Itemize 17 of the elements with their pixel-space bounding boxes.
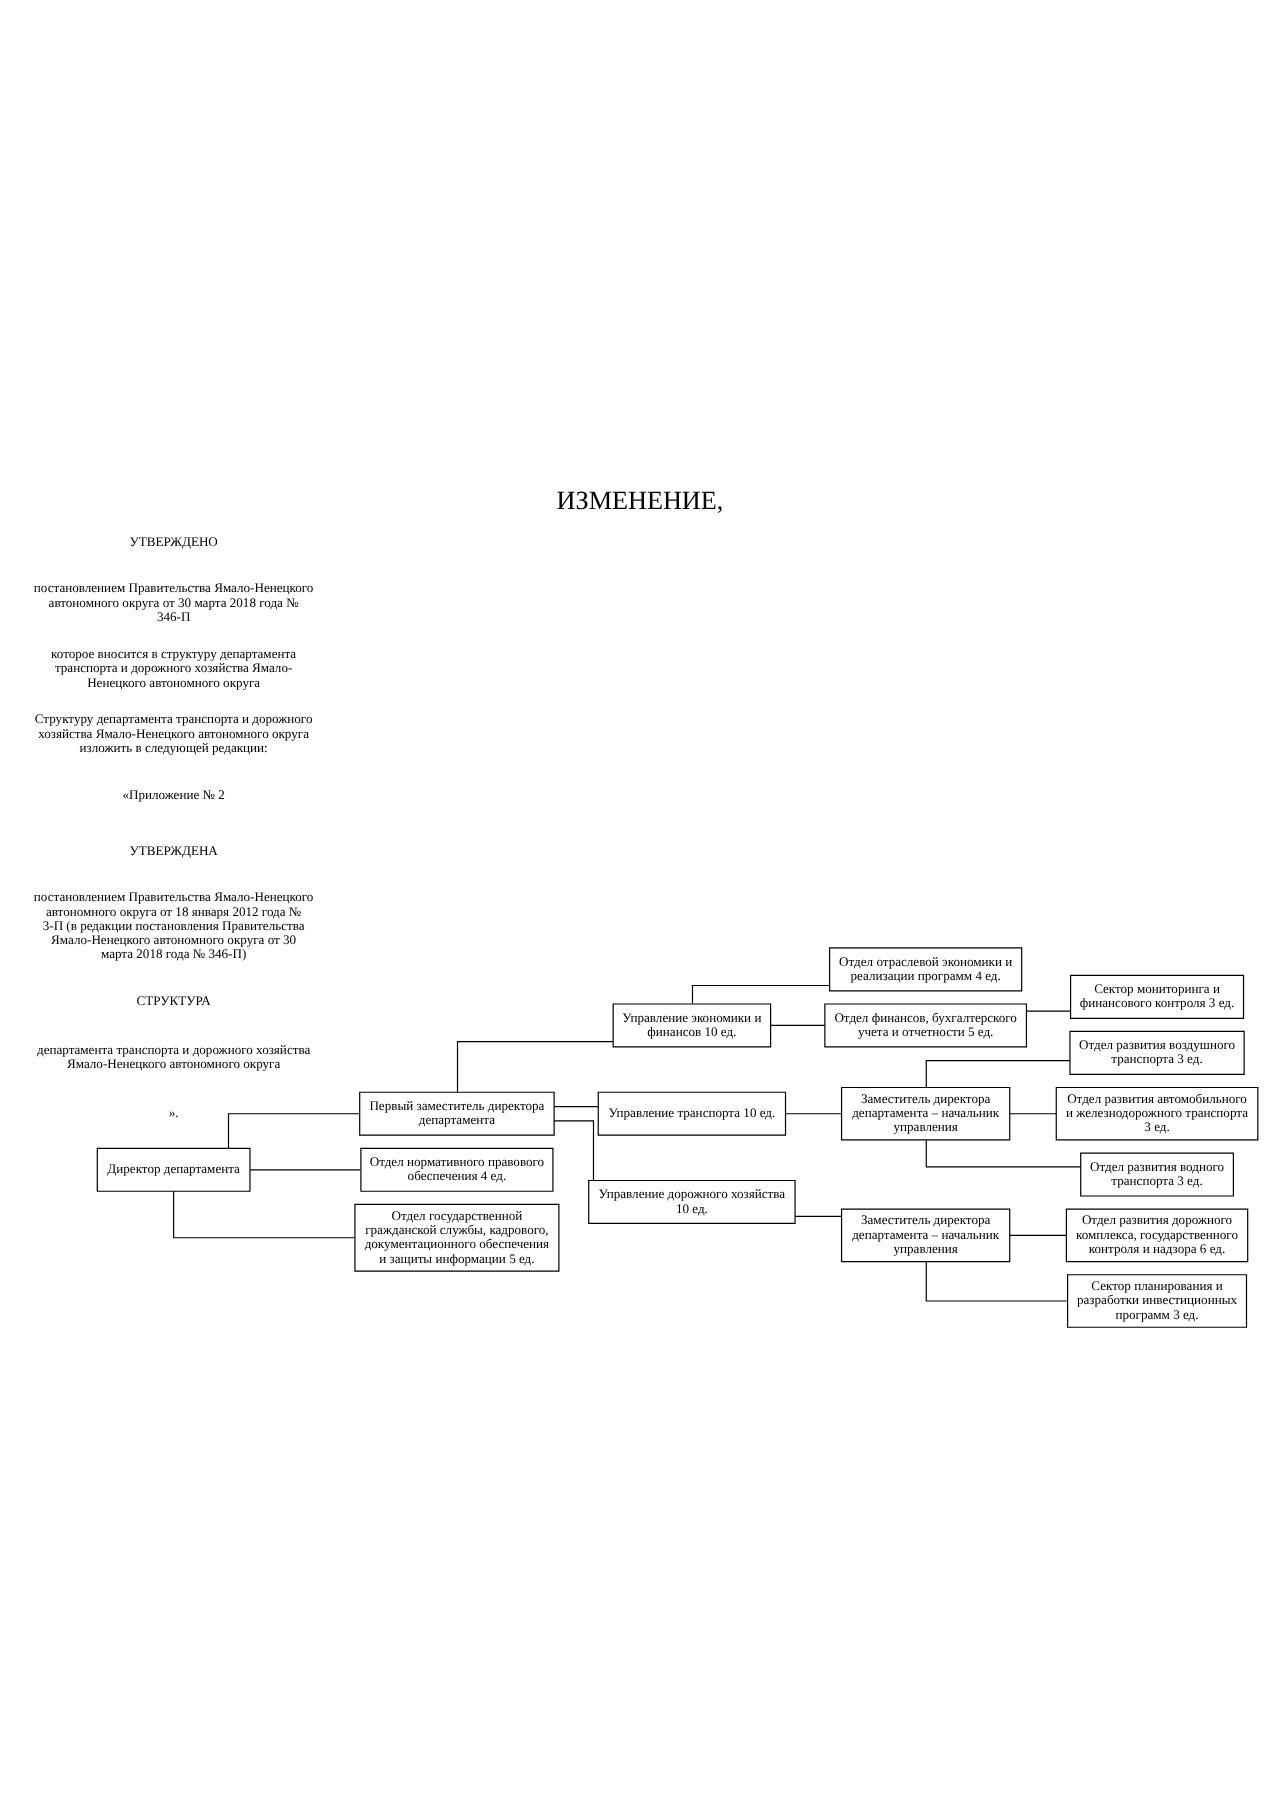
connector (1009, 1234, 1067, 1236)
connector (785, 1113, 842, 1115)
connector (925, 1139, 1082, 1168)
connector (770, 1024, 826, 1027)
connector (227, 1113, 360, 1149)
connector (925, 1060, 1071, 1088)
connector (249, 1169, 361, 1171)
connector (794, 1215, 843, 1217)
connector (553, 1105, 599, 1108)
diagram-title: ИЗМЕНЕНИЕ, (556, 484, 724, 515)
connector (925, 1261, 1069, 1302)
connector (691, 984, 831, 1005)
connector (456, 1040, 614, 1093)
connector (553, 1120, 595, 1181)
connector (1009, 1113, 1057, 1115)
connector (1025, 1010, 1071, 1012)
connector (173, 1190, 356, 1239)
